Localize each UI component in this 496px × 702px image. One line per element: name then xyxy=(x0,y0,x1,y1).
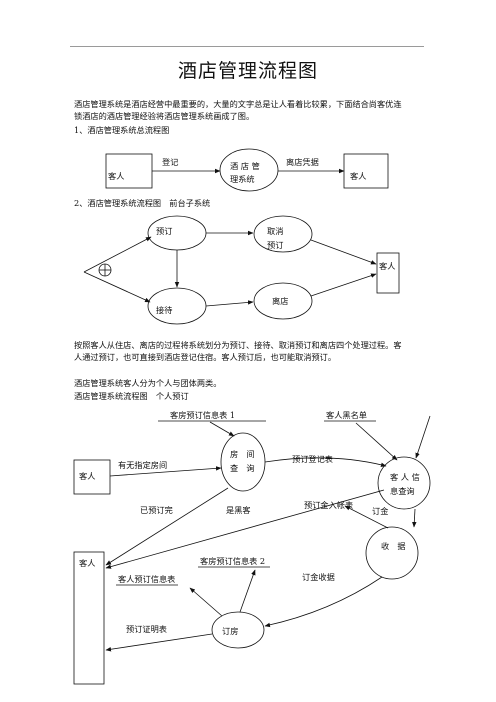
arrow-deposit-receipt xyxy=(264,576,383,628)
checkout-label: 离店 xyxy=(272,296,289,306)
arrow-reception-checkout xyxy=(205,300,254,307)
arrow-roominfo-query xyxy=(209,421,235,437)
customer-box-d2 xyxy=(376,252,400,294)
cancel-label-2: 预订 xyxy=(267,240,284,250)
guest-query-process xyxy=(377,456,431,510)
arrow-book-guestinfo xyxy=(189,587,223,617)
arrow-checkout-customer xyxy=(310,273,377,297)
section1-heading: 1、酒店管理系统总流程图 xyxy=(74,125,170,135)
arrow-blacklisted xyxy=(105,489,385,569)
customer-label-d2: 客人 xyxy=(379,261,396,271)
page-title: 酒店管理流程图 xyxy=(177,60,318,82)
store-guest-info-label: 客人预订信息表 xyxy=(118,574,176,584)
arrow-blacklist-query xyxy=(355,422,398,461)
intro-line-1: 酒店管理系统是酒店经营中最重要的，大量的文字总是让人看着比较累，下面结合尚客优连 xyxy=(74,99,402,109)
arrow-deposit-account xyxy=(344,505,389,529)
intro-line-2: 锁酒店的酒店管理经验将酒店管理系统画成了图。 xyxy=(74,111,255,122)
intro-paragraph: 酒店管理系统是酒店经营中最重要的，大量的文字总是让人看着比较累，下面结合尚客优连… xyxy=(74,98,426,123)
individual-reservation-diagram xyxy=(73,415,431,685)
edge-deposit-receipt-label: 订金收据 xyxy=(302,572,335,582)
hotel-system-process xyxy=(219,148,279,192)
room-query-line2: 查 询 xyxy=(230,463,255,473)
arrow-deposit xyxy=(412,508,417,528)
collect-process xyxy=(365,526,419,580)
customer-types-line: 酒店管理系统客人分为个人与团体两类。 xyxy=(74,378,222,388)
reserve-label: 预订 xyxy=(156,226,173,236)
guest-query-line1: 客 人 信 xyxy=(390,472,420,482)
book-process xyxy=(211,611,265,649)
section3-heading: 酒店管理系统流程图 个人预订 xyxy=(74,391,189,401)
hotel-system-line2: 理系统 xyxy=(230,174,255,184)
edge-booked-full-label: 已预订完 xyxy=(140,505,173,515)
section2-heading: 2、酒店管理系统流程图 前台子系统 xyxy=(74,198,211,208)
edge-receipt-label: 离店凭据 xyxy=(286,157,319,167)
arrow-book-roominfo2 xyxy=(239,569,256,613)
store-room-info2-label: 客房预订信息表 2 xyxy=(200,556,266,566)
customer-label-bottom: 客人 xyxy=(79,558,96,568)
customer-label-right: 客人 xyxy=(350,171,367,181)
cancel-label-1: 取消 xyxy=(267,226,284,236)
arrow-has-room xyxy=(109,466,222,477)
checkout-process xyxy=(253,282,313,320)
customer-box-top xyxy=(73,459,111,495)
arrow-external-query xyxy=(415,415,431,459)
edge-blacklisted-label: 是黑客 xyxy=(226,505,251,515)
customer-label-left: 客人 xyxy=(108,171,125,181)
process-paragraph: 按照客人从住店、离店的过程将系统划分为预订、接待、取消预订和离店四个处理过程。客… xyxy=(74,339,426,364)
arrow-voucher xyxy=(105,633,213,652)
edge-reg-form-label: 预订登记表 xyxy=(292,454,333,464)
edge-checkin-label: 登记 xyxy=(162,157,179,167)
collect-label: 收 据 xyxy=(381,541,406,551)
header-rule xyxy=(70,46,424,47)
reception-label: 接待 xyxy=(156,305,173,315)
front-desk-diagram xyxy=(83,215,400,325)
customer-box-bottom xyxy=(73,551,105,685)
arrow-reg-form xyxy=(264,457,387,467)
edge-deposit-label: 订金 xyxy=(372,506,389,516)
store-room-info1-label: 客房预订信息表 1 xyxy=(170,410,236,420)
arrow-cancel-customer xyxy=(310,239,377,265)
arrow-to-reserve xyxy=(83,236,152,273)
cancel-process xyxy=(253,215,313,253)
edge-deposit-account-label: 预订金入帐表 xyxy=(304,500,354,510)
customer-label-top: 客人 xyxy=(79,471,96,481)
edge-has-room-label: 有无指定房间 xyxy=(118,460,168,470)
overview-diagram xyxy=(105,148,389,192)
process-line-2: 人通过预订，也可直接到酒店登记住宿。客人预订后，也可能取消预订。 xyxy=(74,352,337,363)
hotel-system-line1: 酒 店 管 xyxy=(230,161,260,171)
room-query-process xyxy=(220,432,266,492)
process-line-1: 按照客人从住店、离店的过程将系统划分为预订、接待、取消预订和离店四个处理过程。客 xyxy=(74,340,402,350)
room-query-line1: 房 间 xyxy=(230,449,255,459)
arrow-to-reception xyxy=(83,271,151,303)
guest-query-line2: 息查询 xyxy=(390,486,415,496)
arrow-booked-full xyxy=(105,487,229,566)
customer-box-right xyxy=(343,153,389,189)
store-blacklist-label: 客人黑名单 xyxy=(326,410,367,420)
book-label: 订房 xyxy=(222,626,239,636)
edge-voucher-label: 预订证明表 xyxy=(126,624,167,634)
